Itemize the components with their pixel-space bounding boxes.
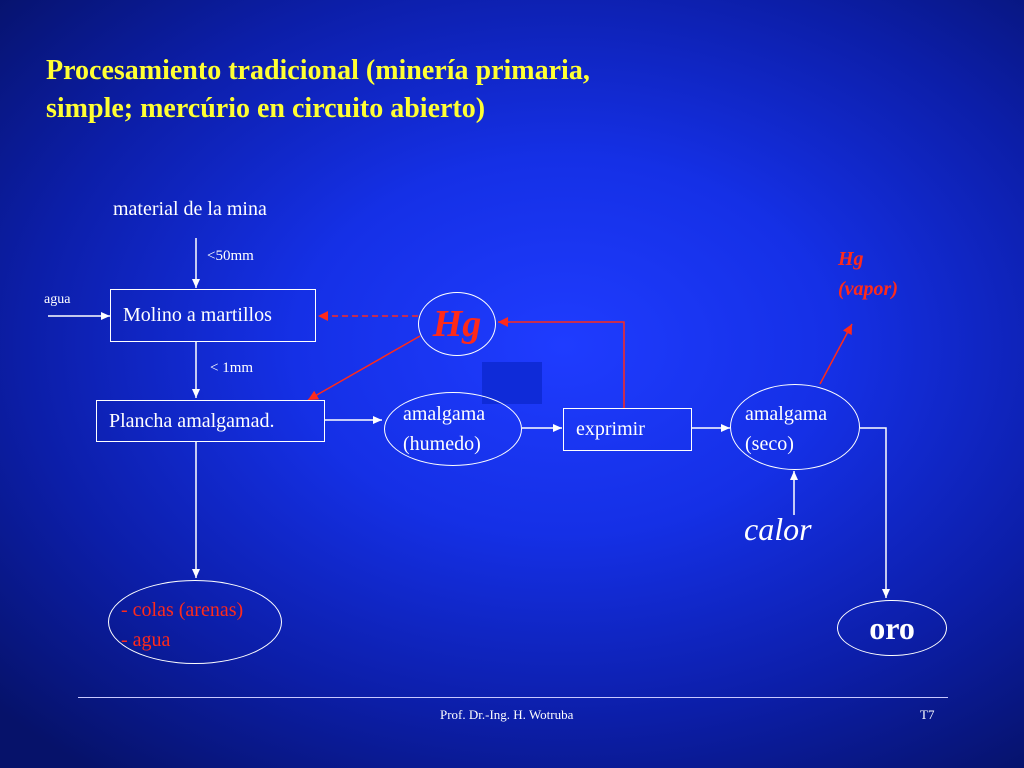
amalgama-seco-line-1: amalgama <box>745 403 828 425</box>
footer-divider <box>78 697 948 698</box>
hg-vapor-line-2: (vapor) <box>838 278 898 300</box>
hg-vapor-line-1: Hg <box>838 248 864 270</box>
label-material-de-la-mina: material de la mina <box>113 198 267 220</box>
arrow-seco-to-oro <box>860 427 890 598</box>
title-line-1: Procesamiento tradicional (minería prima… <box>46 55 590 86</box>
label-hg-vapor: Hg (vapor) <box>838 244 898 304</box>
exprimir-label: exprimir <box>576 418 645 440</box>
node-molino-a-martillos: Molino a martillos <box>110 289 316 342</box>
slide-title: Procesamiento tradicional (minería prima… <box>46 52 806 128</box>
footer-slide-number: T7 <box>920 707 935 722</box>
molino-label: Molino a martillos <box>123 304 272 326</box>
arrow-exprimir-to-hg <box>498 317 625 408</box>
node-hg: Hg <box>418 292 496 356</box>
background-block <box>482 362 542 404</box>
plancha-label: Plancha amalgamad. <box>109 409 275 432</box>
arrow-hg-to-plancha <box>307 335 421 401</box>
label-size-out: < 1mm <box>210 360 254 376</box>
node-amalgama-humedo: amalgama (humedo) <box>384 392 522 466</box>
hg-label: Hg <box>432 303 482 345</box>
label-agua: agua <box>44 292 71 307</box>
colas-line-2: - agua <box>121 629 171 651</box>
arrow-seco-to-hg-vapor <box>819 323 853 385</box>
colas-line-1: - colas (arenas) <box>121 599 244 621</box>
node-exprimir: exprimir <box>563 408 692 451</box>
label-size-in: <50mm <box>207 248 254 264</box>
label-calor: calor <box>744 511 812 547</box>
node-oro: oro <box>837 600 947 656</box>
node-colas: - colas (arenas) - agua <box>108 580 282 664</box>
title-line-2: simple; mercúrio en circuito abierto) <box>46 93 486 124</box>
footer-author: Prof. Dr.-Ing. H. Wotruba <box>440 707 574 722</box>
amalgama-humedo-line-2: (humedo) <box>403 433 481 455</box>
amalgama-seco-line-2: (seco) <box>745 433 794 455</box>
oro-label: oro <box>869 610 915 646</box>
amalgama-humedo-line-1: amalgama <box>403 403 486 425</box>
node-amalgama-seco: amalgama (seco) <box>730 384 860 470</box>
node-plancha-amalgamadora: Plancha amalgamad. <box>96 400 325 442</box>
